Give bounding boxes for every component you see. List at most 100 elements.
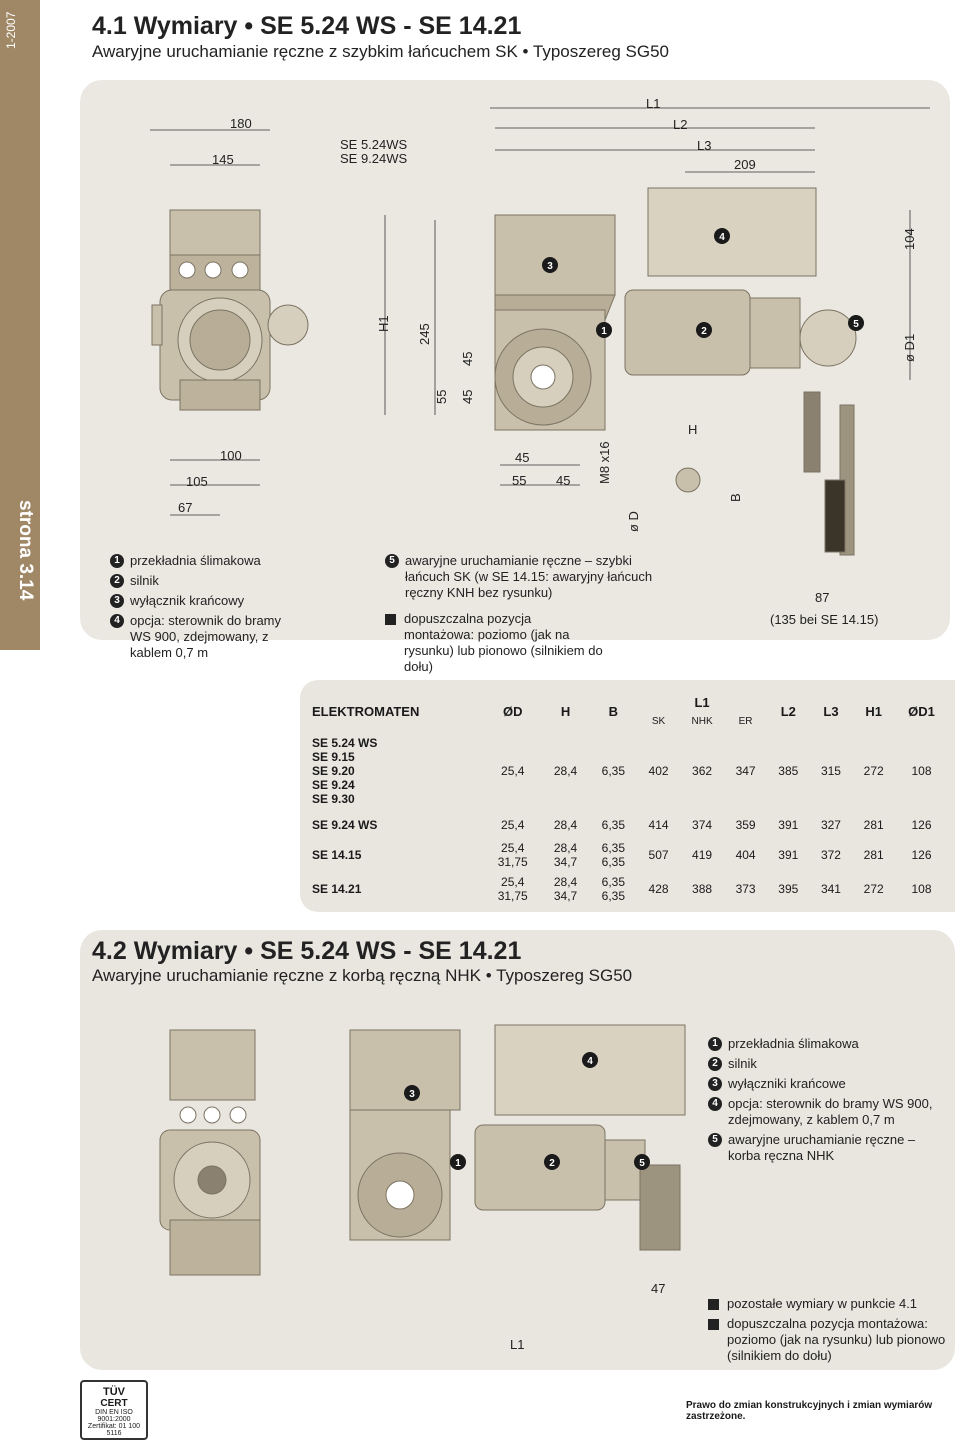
table-row: SE 14.21 25,4 31,75 28,4 34,7 6,35 6,35 … [308, 872, 948, 906]
legend-number: 2 [110, 574, 124, 588]
dim-L2: L2 [673, 117, 688, 132]
dim-105: 105 [186, 474, 208, 489]
dim-45-d: 45 [556, 473, 571, 488]
legend-text: przekładnia ślimakowa [130, 553, 261, 568]
cell-model: SE 14.21 [312, 882, 362, 896]
cell-l3: 372 [820, 848, 841, 862]
legend-number: 1 [110, 554, 124, 568]
cell-b: 6,35 6,35 [601, 841, 625, 869]
dim-87: 87 [815, 590, 830, 605]
cell-d: 25,4 31,75 [497, 875, 528, 903]
dim-209: 209 [734, 157, 756, 172]
cell-er: 359 [735, 818, 756, 832]
cell-d: 25,4 31,75 [497, 841, 528, 869]
marker-4: 4 [587, 1056, 593, 1067]
legend-text: wyłączniki krańcowe [728, 1076, 846, 1091]
legend-item: 3 wyłącznik krańcowy [110, 593, 310, 609]
cell-nhk: 419 [692, 848, 713, 862]
dim-45-c: 45 [515, 450, 530, 465]
cell-d: 25,4 [501, 764, 525, 778]
cell-sk: 428 [648, 882, 669, 896]
cell-h1: 281 [863, 848, 884, 862]
cell-model: SE 5.24 WS SE 9.15 SE 9.20 SE 9.24 SE 9.… [312, 736, 378, 806]
cell-er: 347 [735, 764, 756, 778]
marker-2: 2 [549, 1158, 555, 1169]
cell-nhk: 374 [692, 818, 713, 832]
cell-d1: 108 [911, 764, 932, 778]
dim-87-note: (135 bei SE 14.15) [770, 612, 879, 627]
cell-er: 373 [735, 882, 756, 896]
marker-4: 4 [719, 232, 725, 243]
cert-logo-text: CERT [100, 1398, 128, 1409]
dim-H: H [688, 422, 698, 437]
legend-item: 1 przekładnia ślimakowa [110, 553, 310, 569]
spec-table: ELEKTROMATEN ØD H B L1 L2 L3 H1 ØD1 SK N… [308, 692, 948, 906]
dim-55: 55 [434, 389, 449, 404]
marker-5: 5 [853, 319, 859, 330]
marker-3: 3 [547, 261, 553, 272]
legend-number: 4 [708, 1097, 722, 1111]
cell-l2: 391 [778, 848, 799, 862]
table-row: SE 5.24 WS SE 9.15 SE 9.20 SE 9.24 SE 9.… [308, 730, 948, 812]
cell-h: 28,4 34,7 [553, 841, 578, 869]
dim-104: 104 [902, 228, 917, 250]
cell-l3: 341 [820, 882, 841, 896]
legend-text: przekładnia ślimakowa [728, 1036, 859, 1051]
legend-number: 4 [110, 614, 124, 628]
legend-number: 3 [110, 594, 124, 608]
legend-item: 4 opcja: sterownik do bramy WS 900, zdejm… [708, 1096, 948, 1128]
section2-subtitle: Awaryjne uruchamianie ręczne z korbą ręc… [92, 966, 633, 985]
legend-text: opcja: sterownik do bramy WS 900, zdejmo… [728, 1096, 933, 1127]
legend-text: wyłącznik krańcowy [130, 593, 245, 608]
cell-h1: 272 [863, 882, 884, 896]
cell-d1: 126 [911, 848, 932, 862]
section1-legend-left: 1 przekładnia ślimakowa 2 silnik 3 wyłączni… [110, 553, 310, 665]
dim-M8: M8 x16 [597, 441, 612, 484]
legend-item: 4 opcja: sterownik do bramy WS 900, zdejm… [110, 613, 310, 661]
note-text: dopuszczalna pozycja montażowa: poziomo … [404, 611, 603, 674]
cell-er: 404 [735, 848, 756, 862]
iso-text: DIN EN ISO 9001:2000 [95, 1409, 133, 1423]
marker-2: 2 [701, 326, 707, 337]
tuv-logo-text: TÜV [103, 1386, 125, 1398]
section2-drawing: 3 4 1 2 5 [159, 1024, 686, 1276]
cell-l3: 315 [820, 764, 841, 778]
th-d1: ØD1 [908, 703, 935, 719]
cell-model: SE 9.24 WS [312, 818, 378, 832]
th-b: B [608, 703, 619, 719]
cell-nhk: 388 [692, 882, 713, 896]
footer-disclaimer: Prawo do zmian konstrukcyjnych i zmian w… [686, 1400, 933, 1422]
cell-sk: 414 [648, 818, 669, 832]
dim-models-2: SE 9.24WS [340, 151, 408, 166]
note-item: dopuszczalna pozycja montażowa: poziomo … [708, 1316, 948, 1364]
dim-oD: ø D [626, 511, 641, 532]
marker-1: 1 [455, 1158, 461, 1169]
section1-title: 4.1 Wymiary • SE 5.24 WS - SE 14.21 [92, 12, 522, 40]
legend-text: opcja: sterownik do bramy WS 900, zdejmo… [130, 613, 282, 660]
dim-67: 67 [178, 500, 193, 515]
dim-47: 47 [651, 1281, 666, 1296]
marker-1: 1 [601, 326, 607, 337]
marker-3: 3 [409, 1089, 415, 1100]
cell-l2: 395 [778, 882, 799, 896]
left-view [151, 209, 309, 411]
legend-text: silnik [130, 573, 159, 588]
dim-L1: L1 [646, 96, 661, 111]
dim-180: 180 [230, 116, 252, 131]
square-bullet-icon [708, 1299, 719, 1310]
cell-l2: 385 [778, 764, 799, 778]
th-nhk: NHK [691, 715, 713, 727]
center-view [494, 187, 857, 556]
dim-100: 100 [220, 448, 242, 463]
th-l1: L1 [694, 694, 710, 710]
page-number: strona 3.14 [15, 500, 36, 601]
legend-number: 1 [708, 1037, 722, 1051]
cell-b: 6,35 6,35 [601, 875, 625, 903]
cell-d1: 108 [911, 882, 932, 896]
cell-h1: 281 [863, 818, 884, 832]
